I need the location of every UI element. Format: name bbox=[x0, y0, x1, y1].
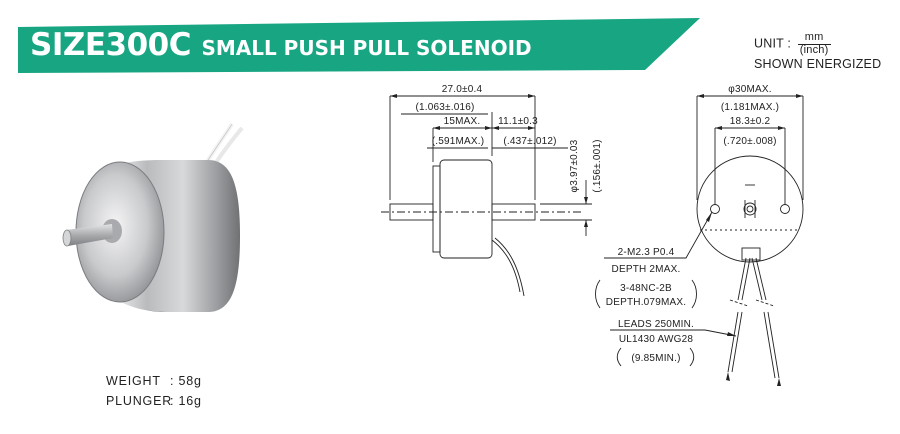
solenoid-photo bbox=[62, 122, 244, 312]
hole-spacing-mm: 18.3±0.2 bbox=[730, 116, 771, 127]
hole-spacing-in: (.720±.008) bbox=[723, 136, 776, 147]
lead-wire-a bbox=[737, 257, 751, 301]
diameter-in: (1.181MAX.) bbox=[721, 102, 779, 113]
unit-label: UNIT : bbox=[754, 36, 792, 51]
lead-wire-2 bbox=[494, 237, 525, 297]
lead-exit bbox=[741, 247, 761, 261]
thread-unc: 3-48NC-2B bbox=[620, 283, 672, 294]
header-banner bbox=[18, 18, 700, 73]
lead-wire-a-lower bbox=[727, 311, 743, 373]
shaft-extension-in: (.437±.012) bbox=[503, 136, 556, 147]
thread-unc-depth: DEPTH.079MAX. bbox=[606, 297, 686, 308]
lead-wire-b bbox=[751, 257, 767, 301]
thread-leader bbox=[604, 211, 713, 259]
leads-length-in: (9.85MIN.) bbox=[631, 353, 680, 364]
body-length-mm: 15MAX. bbox=[444, 116, 481, 127]
shaft-diameter-mm: φ3.97±0.03 bbox=[569, 139, 580, 192]
housing-outline bbox=[696, 155, 804, 263]
spec-weight: WEIGHT : 58g bbox=[106, 374, 201, 388]
diameter-mm: φ30MAX. bbox=[728, 84, 771, 95]
model-name: SIZE300C bbox=[30, 27, 191, 63]
product-subtitle: SMALL PUSH PULL SOLENOID bbox=[201, 36, 532, 60]
lead-wire bbox=[491, 239, 521, 293]
overall-length-in: (1.063±.016) bbox=[415, 102, 474, 113]
leads-length: LEADS 250MIN. bbox=[618, 319, 694, 330]
leads-leader bbox=[610, 329, 737, 337]
leads-spec: UL1430 AWG28 bbox=[619, 334, 694, 345]
plunger-hole bbox=[743, 202, 757, 216]
spec-plunger-value: : 16g bbox=[170, 394, 202, 408]
unit-numerator: mm bbox=[797, 31, 831, 45]
lead-wire-b-lower bbox=[763, 311, 780, 379]
unit-denominator: (inch) bbox=[799, 43, 829, 56]
shaft-diameter-in: (.156±.001) bbox=[592, 139, 603, 192]
body-length-in: (.591MAX.) bbox=[432, 136, 485, 147]
shaft-extension-mm: 11.1±0.3 bbox=[498, 116, 538, 127]
unit-fraction: mm (inch) bbox=[797, 31, 831, 56]
overall-length-mm: 27.0±0.4 bbox=[442, 84, 483, 95]
thread-metric-depth: DEPTH 2MAX. bbox=[612, 264, 681, 275]
spec-weight-label: WEIGHT bbox=[106, 374, 161, 388]
plunger-right bbox=[491, 203, 536, 221]
unit-legend: UNIT : mm (inch) SHOWN ENERGIZED bbox=[754, 31, 882, 73]
spec-plunger-label: PLUNGER bbox=[106, 394, 173, 408]
spec-plunger: PLUNGER : 16g bbox=[106, 394, 201, 408]
spec-weight-value: : 58g bbox=[170, 374, 202, 388]
thread-metric: 2-M2.3 P0.4 bbox=[618, 247, 675, 258]
page-title: SIZE300C SMALL PUSH PULL SOLENOID bbox=[30, 27, 532, 63]
shown-state: SHOWN ENERGIZED bbox=[754, 57, 882, 72]
mount-hole-right bbox=[780, 204, 790, 214]
